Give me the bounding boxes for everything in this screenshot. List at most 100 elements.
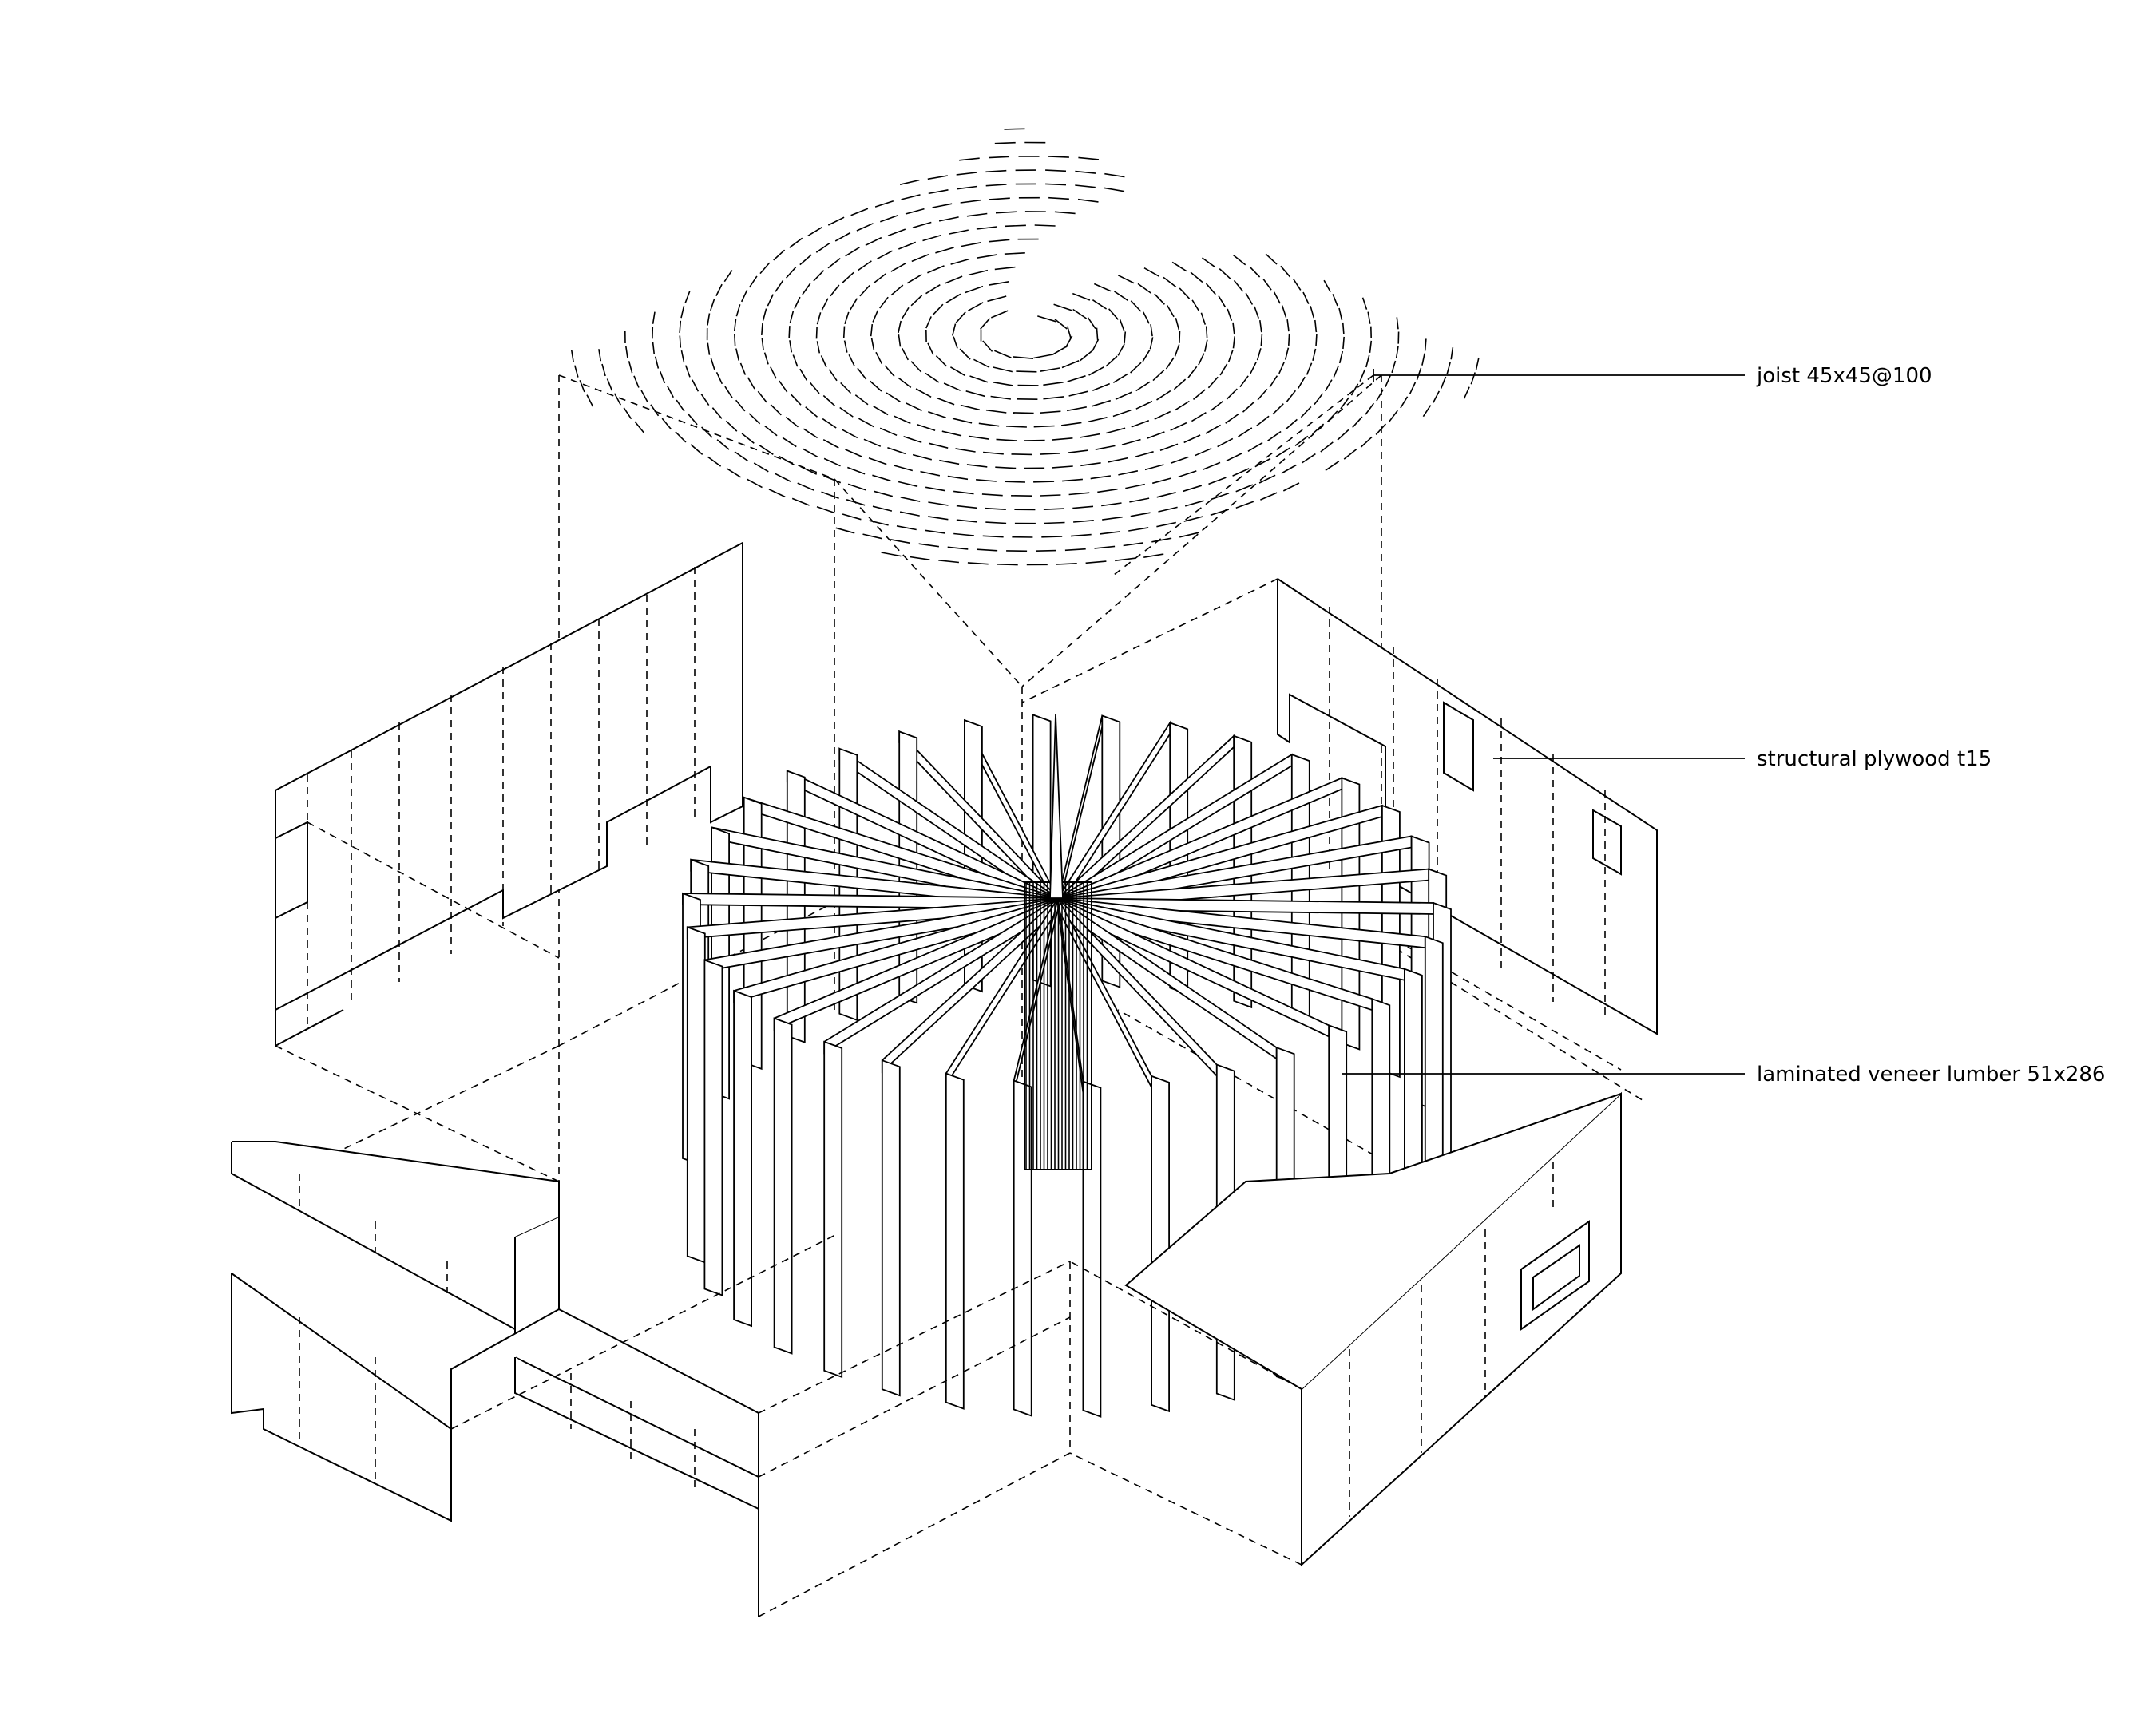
joist-stroke <box>898 334 902 347</box>
joist-stroke <box>1179 287 1191 299</box>
joist-stroke <box>925 284 941 295</box>
joist-stroke <box>993 350 1012 358</box>
joist-stroke <box>1286 390 1297 402</box>
joist-stroke <box>1301 453 1316 464</box>
joist-stroke <box>1040 410 1061 414</box>
joist-stroke <box>1065 335 1073 348</box>
joist-stroke <box>1033 354 1054 359</box>
joist-stroke <box>966 212 988 217</box>
joist-stroke <box>834 232 851 242</box>
joist-stroke <box>961 242 981 247</box>
joist-stroke <box>1040 494 1061 497</box>
joist-stroke <box>906 274 922 284</box>
joist-stroke <box>827 216 845 226</box>
joist-stroke <box>1433 390 1441 403</box>
joist-stroke <box>1114 291 1128 301</box>
joist-stroke <box>1117 343 1125 356</box>
joist-stroke <box>1102 516 1123 521</box>
joist-stroke <box>675 431 687 443</box>
joist-stroke <box>1273 291 1281 304</box>
joist-stroke <box>1043 382 1064 386</box>
joist-stroke <box>1256 348 1262 361</box>
joist-stroke <box>884 365 895 377</box>
joist-stroke <box>1225 413 1239 424</box>
joist-stroke <box>794 296 801 309</box>
lvl-leg <box>945 1072 965 1410</box>
joist-stroke <box>1256 415 1270 427</box>
joist-stroke <box>1259 319 1262 333</box>
joist-stroke <box>976 479 997 482</box>
joist-stroke <box>1092 382 1110 391</box>
joist-stroke <box>1226 388 1238 400</box>
joist-stroke <box>1192 389 1206 401</box>
joist-stroke <box>701 426 713 438</box>
joist-stroke <box>786 267 797 279</box>
joist-stroke <box>870 338 875 350</box>
joist-stroke <box>1262 278 1272 291</box>
lvl-leg <box>1151 1075 1170 1413</box>
joist-stroke <box>1004 481 1026 483</box>
joist-stroke <box>966 464 988 468</box>
joist-stroke <box>835 527 855 534</box>
joist-stroke <box>928 410 946 419</box>
joist-stroke <box>1106 427 1126 434</box>
joist-stroke <box>879 427 898 437</box>
joist-stroke <box>748 275 758 288</box>
joist-stroke <box>976 226 997 230</box>
joist-stroke <box>1011 453 1032 456</box>
joist-stroke <box>1130 300 1142 312</box>
joist-stroke <box>1075 170 1096 174</box>
joist-stroke <box>894 415 911 425</box>
joist-stroke <box>1421 353 1425 366</box>
plywood-label: structural plywood t15 <box>1757 747 1992 771</box>
joist-stroke <box>876 250 893 260</box>
joist-stroke <box>1175 317 1180 331</box>
joist-stroke <box>952 418 973 424</box>
joist-stroke <box>633 375 640 388</box>
joist-stroke <box>1143 553 1164 558</box>
joist-stroke <box>873 273 887 284</box>
joist-stroke <box>822 418 837 429</box>
joist-stroke <box>905 208 925 215</box>
joist-stroke <box>1064 548 1086 552</box>
joist-stroke <box>1040 367 1060 372</box>
joist-stroke <box>848 354 855 367</box>
joist-stroke <box>976 254 997 259</box>
joist-stroke <box>929 442 949 449</box>
joist-stroke <box>680 350 685 363</box>
joist-stroke <box>1250 362 1257 374</box>
joist-stroke <box>1096 327 1099 340</box>
joist-stroke <box>1137 283 1151 294</box>
joist-stroke <box>797 482 814 491</box>
joist-stroke <box>949 229 969 235</box>
joist-stroke <box>990 310 1009 319</box>
joist-stroke <box>652 311 656 324</box>
joist-stroke <box>1142 311 1150 324</box>
joist-stroke <box>1233 254 1246 266</box>
joist-stroke <box>1080 462 1101 467</box>
joist-stroke <box>922 234 941 242</box>
joist-stroke <box>1013 412 1034 414</box>
joist-stroke <box>634 421 644 433</box>
joist-stroke <box>925 486 946 492</box>
joist-stroke <box>773 249 786 261</box>
joist-stroke <box>650 404 660 417</box>
joist-stroke <box>1350 383 1359 396</box>
joist-stroke <box>716 439 730 450</box>
joist-stroke <box>1342 322 1345 334</box>
joist-stroke <box>815 327 818 339</box>
joist-stroke <box>1093 283 1112 292</box>
joist-stroke <box>601 363 606 377</box>
joist-stroke <box>1285 418 1298 430</box>
joist-stroke <box>613 393 622 406</box>
joist-stroke <box>873 490 894 497</box>
joist-stroke <box>666 385 675 398</box>
joist-stroke <box>805 406 818 418</box>
joist-stroke <box>1151 537 1172 543</box>
joist-stroke <box>1227 308 1233 321</box>
joist-stroke <box>957 185 977 190</box>
joist-stroke <box>1184 500 1204 507</box>
joist-stroke <box>1134 451 1154 458</box>
joist-stroke <box>724 386 733 398</box>
joist-stroke <box>965 390 985 398</box>
